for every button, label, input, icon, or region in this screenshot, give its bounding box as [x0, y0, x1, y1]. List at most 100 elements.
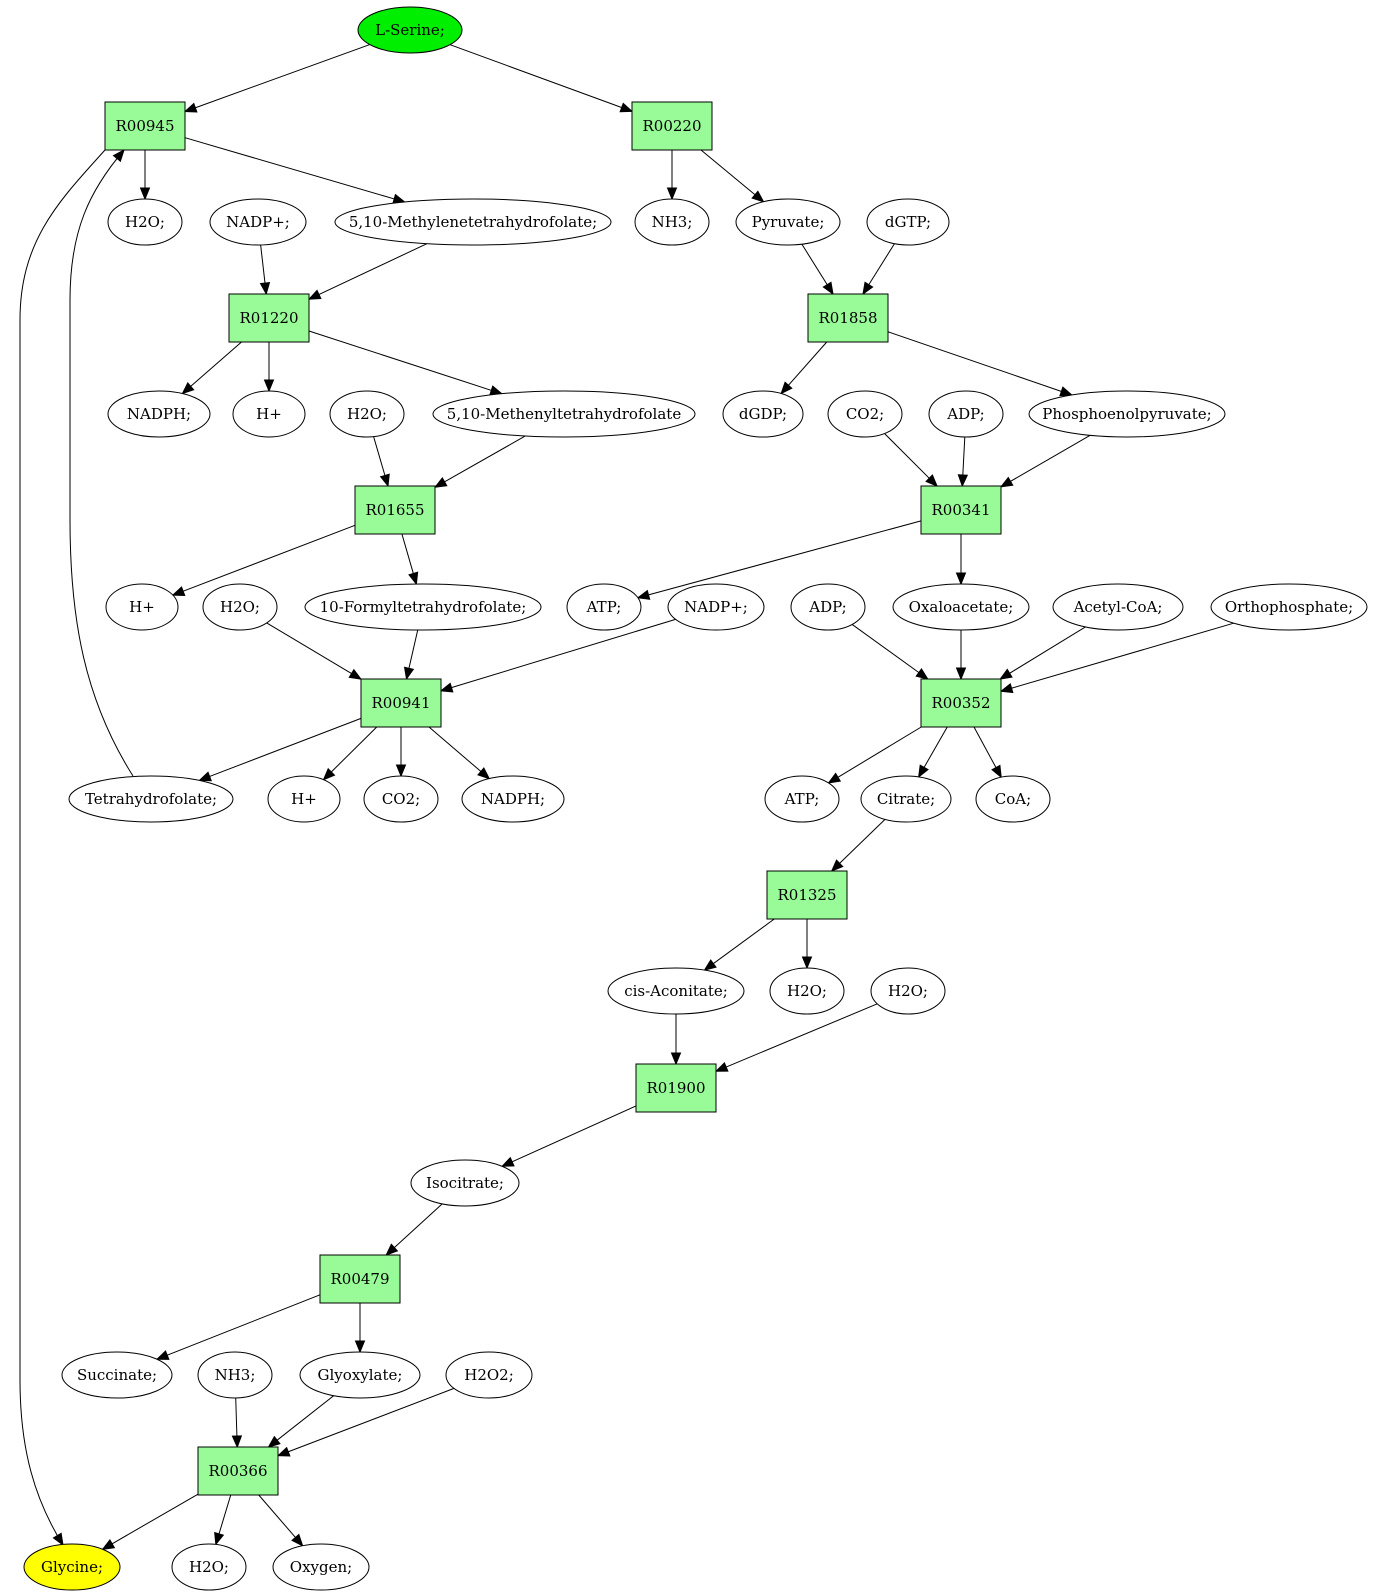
start-compound-node: L-Serine; [357, 6, 463, 54]
reaction-label: R01655 [365, 501, 424, 519]
reaction-box [197, 1446, 279, 1496]
compound-node: Tetrahydrofolate; [68, 775, 234, 823]
reaction-node-r00220: R00220 [631, 101, 713, 151]
compound-node: Phosphoenolpyruvate; [1028, 390, 1226, 438]
edge-n_h2o_b-to-r_R01655 [373, 436, 390, 488]
compound-label: NH3; [652, 213, 693, 231]
compound-ellipse [634, 198, 710, 246]
reaction-node-r00479: R00479 [319, 1254, 401, 1304]
compound-label: Isocitrate; [426, 1174, 504, 1192]
reaction-box [228, 293, 310, 343]
reaction-box [104, 101, 186, 151]
compound-label: H2O; [220, 598, 260, 616]
compound-label: H2O; [888, 982, 928, 1000]
compound-ellipse [304, 583, 542, 631]
compound-node: ATP; [764, 775, 840, 823]
edge-r_R01655-to-n_formyl [401, 533, 419, 586]
reaction-box [631, 101, 713, 151]
compound-ellipse [566, 583, 642, 631]
compound-node: H2O; [769, 967, 845, 1015]
edge-n_cisacon-to-r_R01900 [670, 1014, 682, 1066]
edge-r_R00366-to-n_oxygen [258, 1494, 304, 1547]
compound-label: H+ [291, 790, 317, 808]
edge-r_R00352-to-n_atp_b [827, 726, 922, 784]
compound-label: Tetrahydrofolate; [85, 790, 217, 808]
compound-label: H2O2; [464, 1366, 514, 1384]
compound-node: Orthophosphate; [1210, 583, 1368, 631]
edge-n_pep-to-r_R00341 [999, 434, 1091, 488]
edge-n_serine-to-r_R00220 [449, 44, 634, 113]
edge-r_R00479-to-n_glyox [354, 1303, 366, 1354]
edge-r_R01655-to-n_hp_b [171, 524, 356, 596]
compound-node: NADPH; [107, 390, 211, 438]
compound-label: Citrate; [877, 790, 935, 808]
reaction-label: R00366 [208, 1462, 267, 1480]
edge-r_R01900-to-n_isocit [500, 1105, 637, 1167]
edge-n_adp_b-to-r_R00352 [851, 624, 929, 680]
compound-node: Oxygen; [272, 1543, 370, 1591]
edge-n_thf-to-r_R00945 [69, 148, 134, 777]
edge-r_R00366-to-n_glycine [101, 1493, 199, 1550]
compound-node: H2O; [202, 583, 278, 631]
edge-n_isocit-to-r_R00479 [385, 1203, 443, 1256]
compound-node: cis-Aconitate; [607, 967, 745, 1015]
compound-node: H+ [232, 390, 306, 438]
compound-node: H2O; [171, 1543, 247, 1591]
compound-label: NADP+; [226, 213, 290, 231]
reaction-node-r01655: R01655 [354, 485, 436, 535]
edge-n_h2o_e-to-r_R01900 [714, 1003, 878, 1072]
compound-label: H+ [129, 598, 155, 616]
compound-node: H2O; [870, 967, 946, 1015]
edge-r_R00352-to-n_coa [973, 726, 1002, 779]
compound-node: ADP; [928, 390, 1004, 438]
edge-r_R01220-to-n_nadph_a [181, 341, 242, 395]
edge-r_R01220-to-n_methenyl [308, 330, 504, 396]
reaction-label: R00352 [931, 694, 990, 712]
reaction-label: R01900 [646, 1079, 705, 1097]
edge-n_oxalo-to-r_R00352 [955, 630, 967, 681]
compound-label: Succinate; [77, 1366, 157, 1384]
compound-ellipse [197, 1351, 273, 1399]
compound-ellipse [1052, 583, 1184, 631]
compound-label: 5,10-Methylenetetrahydrofolate; [349, 213, 597, 231]
edge-r_R01220-to-n_hp_a [263, 342, 275, 393]
compound-ellipse [866, 198, 950, 246]
compound-ellipse [1210, 583, 1368, 631]
compound-node: dGTP; [866, 198, 950, 246]
edge-r_R00941-to-n_nadph_b [428, 726, 491, 780]
edge-r_R00352-to-n_citrate [917, 726, 948, 779]
compound-label: Orthophosphate; [1225, 598, 1353, 616]
compound-label: Pyruvate; [752, 213, 825, 231]
compound-label: ATP; [586, 598, 622, 616]
compound-node: H+ [105, 583, 179, 631]
compound-label: Oxygen; [290, 1558, 352, 1576]
compound-label: CO2; [382, 790, 420, 808]
compound-node: 5,10-Methylenetetrahydrofolate; [334, 198, 612, 246]
compound-ellipse [667, 583, 765, 631]
reaction-label: R00941 [371, 694, 430, 712]
compound-node: CO2; [363, 775, 439, 823]
compound-label: H2O; [787, 982, 827, 1000]
compound-ellipse [299, 1351, 421, 1399]
reaction-node-r01325: R01325 [766, 870, 848, 920]
compound-label: NH3; [215, 1366, 256, 1384]
compound-label: H+ [256, 405, 282, 423]
reaction-box [354, 485, 436, 535]
compound-label: Glyoxylate; [318, 1366, 403, 1384]
compound-ellipse [105, 583, 179, 631]
compound-label: Oxaloacetate; [909, 598, 1014, 616]
end-compound-node: Glycine; [23, 1543, 121, 1591]
reaction-node-r00352: R00352 [920, 678, 1002, 728]
reaction-label: R01858 [818, 309, 877, 327]
reaction-label: R00479 [330, 1270, 389, 1288]
compound-ellipse [107, 390, 211, 438]
edge-n_citrate-to-r_R01325 [830, 818, 886, 872]
compound-label: cis-Aconitate; [624, 982, 728, 1000]
compound-label: 5,10-Methenyltetrahydrofolate [447, 405, 682, 423]
compound-ellipse [445, 1351, 533, 1399]
compound-ellipse [171, 1543, 247, 1591]
compound-ellipse [432, 390, 696, 438]
compound-ellipse [68, 775, 234, 823]
compound-ellipse [870, 967, 946, 1015]
compound-node: NH3; [634, 198, 710, 246]
